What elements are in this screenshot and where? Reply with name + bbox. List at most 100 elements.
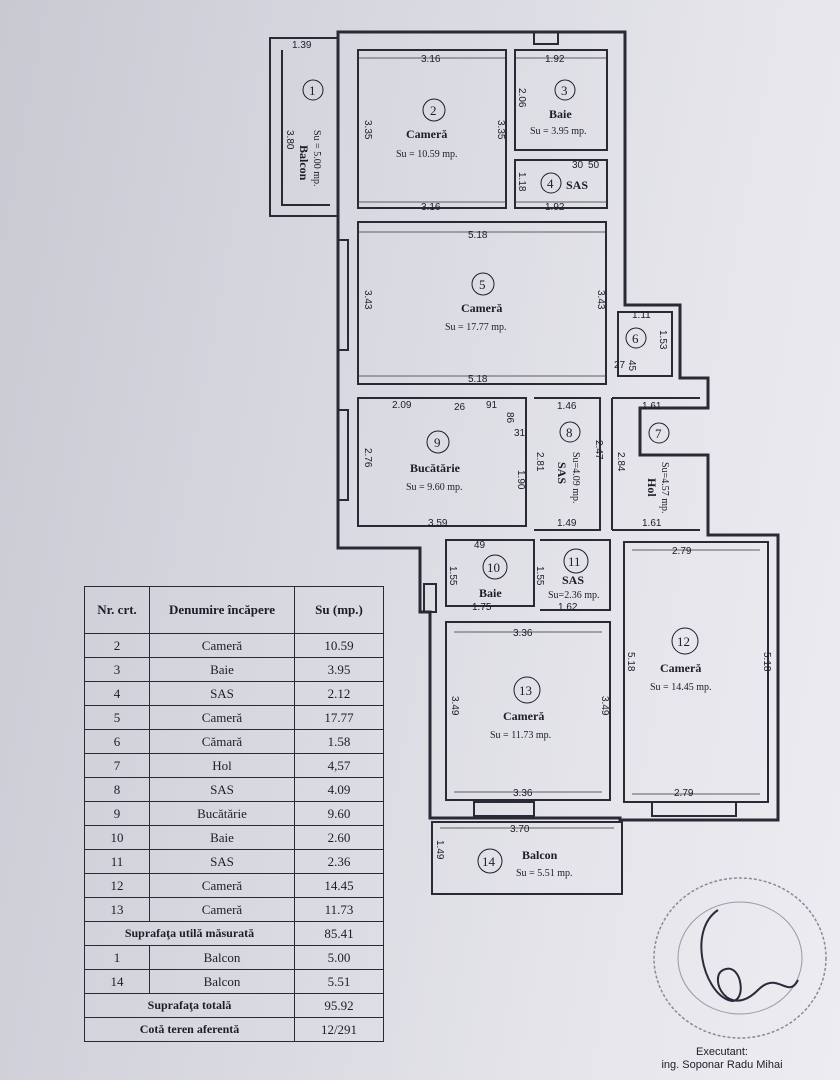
header-nr: Nr. crt. xyxy=(84,586,150,634)
dim-label: 1.75 xyxy=(472,602,492,613)
room-marker-6: 6 xyxy=(625,327,647,349)
room-area-2: Su = 10.59 mp. xyxy=(396,149,457,160)
table-cell-name: Balcon xyxy=(149,969,295,994)
svg-text:9: 9 xyxy=(434,435,441,450)
table-cell-su: 4.09 xyxy=(294,777,384,802)
dim-label: 3.16 xyxy=(421,54,441,65)
room-name-13: Cameră xyxy=(503,709,544,723)
dim-label: 1.61 xyxy=(642,401,662,412)
dim-label: 3.59 xyxy=(428,518,448,529)
dim-label: 3.35 xyxy=(362,120,373,140)
table-cell-nr: 3 xyxy=(84,657,150,682)
table-cell-su: 9.60 xyxy=(294,801,384,826)
table-cell-su: 11.73 xyxy=(294,897,384,922)
total-row: Suprafaţa totală 95.92 xyxy=(84,993,384,1018)
room-area-7: Su=4.57 mp. xyxy=(659,462,670,513)
dim-label: 3.43 xyxy=(362,290,373,310)
dim-label: 3.36 xyxy=(513,628,533,639)
room-area-14: Su = 5.51 mp. xyxy=(516,868,572,879)
room-8-walls xyxy=(534,397,601,531)
room-marker-8: 8 xyxy=(559,421,581,443)
room-marker-7: 7 xyxy=(648,422,670,444)
room-5-outline xyxy=(357,221,607,385)
dim-label: 1.62 xyxy=(558,602,578,613)
land-value: 12/291 xyxy=(294,1017,384,1042)
table-cell-name: Cameră xyxy=(149,705,295,730)
dim-label: 5.18 xyxy=(468,374,488,385)
room-name-9: Bucătărie xyxy=(410,461,461,475)
table-cell-su: 5.00 xyxy=(294,945,384,970)
window xyxy=(473,801,535,817)
room-4-outline xyxy=(514,159,608,209)
balcony-1-outline xyxy=(269,37,338,217)
table-cell-name: Cameră xyxy=(149,897,295,922)
table-cell-name: SAS xyxy=(149,681,295,706)
window xyxy=(423,583,437,613)
table-cell-su: 5.51 xyxy=(294,969,384,994)
room-area-13: Su = 11.73 mp. xyxy=(490,730,551,741)
dim-label: 2.81 xyxy=(534,452,545,472)
util-label: Suprafaţa utilă măsurată xyxy=(84,921,295,946)
executant-name: ing. Soponar Radu Mihai xyxy=(661,1059,783,1071)
svg-text:5: 5 xyxy=(479,277,486,292)
svg-text:10: 10 xyxy=(487,560,500,575)
svg-text:11: 11 xyxy=(568,554,581,569)
table-cell-su: 3.95 xyxy=(294,657,384,682)
total-label: Suprafaţa totală xyxy=(84,993,295,1018)
exterior-wall xyxy=(336,30,780,822)
table-cell-su: 2.36 xyxy=(294,849,384,874)
dim-label: 91 xyxy=(486,400,498,411)
dim-label: 2.47 xyxy=(593,440,604,460)
land-label: Cotă teren aferentă xyxy=(84,1017,295,1042)
dim-label: 26 xyxy=(454,402,466,413)
table-cell-su: 2.12 xyxy=(294,681,384,706)
land-row: Cotă teren aferentă 12/291 xyxy=(84,1017,384,1042)
room-3-outline xyxy=(514,49,608,151)
table-cell-name: Cămară xyxy=(149,729,295,754)
room-marker-13: 13 xyxy=(513,676,541,704)
room-marker-9: 9 xyxy=(426,430,450,454)
table-cell-name: Balcon xyxy=(149,945,295,970)
table-cell-nr: 5 xyxy=(84,705,150,730)
table-cell-su: 17.77 xyxy=(294,705,384,730)
table-cell-nr: 13 xyxy=(84,897,150,922)
table-cell-su: 14.45 xyxy=(294,873,384,898)
dim-label: 2.06 xyxy=(516,88,527,108)
dim-label: 1.92 xyxy=(545,202,565,213)
room-marker-12: 12 xyxy=(671,627,699,655)
dim-label: 1.53 xyxy=(657,330,668,350)
dim-label: 2.84 xyxy=(615,452,626,472)
table-cell-nr: 7 xyxy=(84,753,150,778)
table-cell-su: 4,57 xyxy=(294,753,384,778)
room-7-walls xyxy=(611,397,700,531)
dim-label: 1.55 xyxy=(447,566,458,586)
header-name: Denumire încăpere xyxy=(149,586,295,634)
table-cell-name: Bucătărie xyxy=(149,801,295,826)
dim-label: 50 xyxy=(588,160,600,171)
room-area-1: Su = 5.00 mp. xyxy=(311,130,322,186)
dim-label: 3.16 xyxy=(421,202,441,213)
room-marker-1: 1 xyxy=(302,79,324,101)
room-area-9: Su = 9.60 mp. xyxy=(406,482,462,493)
dim-label: 3.43 xyxy=(595,290,606,310)
table-cell-name: Baie xyxy=(149,825,295,850)
room-11-walls xyxy=(540,539,611,611)
dim-label: 1.18 xyxy=(516,172,527,192)
room-name-8: SAS xyxy=(555,462,569,484)
table-header-row: Nr. crt. Denumire încăpere Su (mp.) xyxy=(84,586,384,634)
window xyxy=(651,801,737,817)
balcony-14-outline xyxy=(431,821,623,895)
dim-label: 3.49 xyxy=(599,696,610,716)
room-name-11: SAS xyxy=(562,573,584,587)
room-marker-4: 4 xyxy=(540,172,562,194)
svg-text:14: 14 xyxy=(482,854,496,869)
